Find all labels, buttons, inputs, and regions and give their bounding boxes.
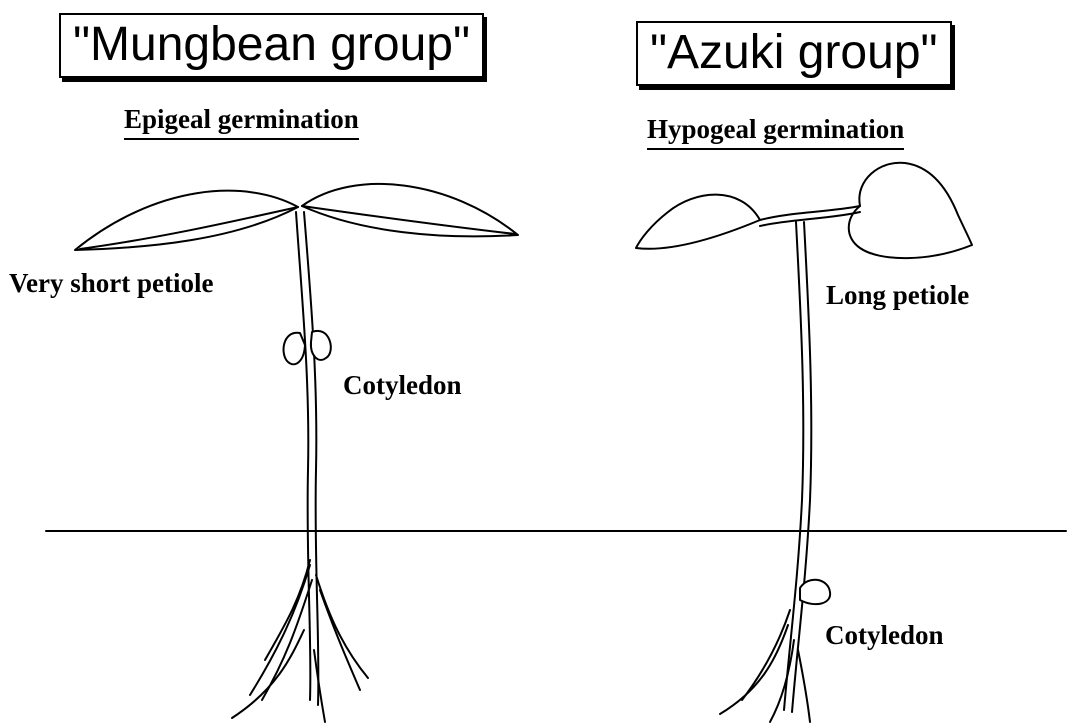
mungbean-petiole-label: Very short petiole bbox=[9, 268, 213, 299]
mungbean-stem-edge bbox=[304, 212, 318, 705]
azuki-cotyledon-label: Cotyledon bbox=[825, 620, 944, 651]
mungbean-seedling bbox=[75, 184, 518, 722]
azuki-stem bbox=[784, 222, 803, 710]
azuki-stem-edge bbox=[792, 222, 811, 712]
mungbean-germination-type: Epigeal germination bbox=[124, 104, 359, 140]
mungbean-roots bbox=[232, 560, 368, 722]
mungbean-stem bbox=[296, 212, 310, 700]
azuki-right-leaf bbox=[849, 163, 972, 258]
azuki-germination-type: Hypogeal germination bbox=[647, 114, 904, 150]
mungbean-left-leaf bbox=[75, 191, 298, 250]
mungbean-cotyledon-label: Cotyledon bbox=[343, 370, 462, 401]
azuki-group-title: "Azuki group" bbox=[636, 21, 952, 86]
azuki-petiole-edge bbox=[760, 212, 860, 226]
mungbean-cotyledon-right bbox=[311, 331, 331, 360]
azuki-cotyledon bbox=[800, 580, 830, 604]
azuki-petiole-label: Long petiole bbox=[826, 280, 969, 311]
mungbean-cotyledon-left bbox=[284, 333, 305, 365]
azuki-petiole bbox=[760, 206, 860, 220]
mungbean-group-title: "Mungbean group" bbox=[59, 13, 484, 78]
azuki-left-leaf bbox=[636, 195, 760, 249]
